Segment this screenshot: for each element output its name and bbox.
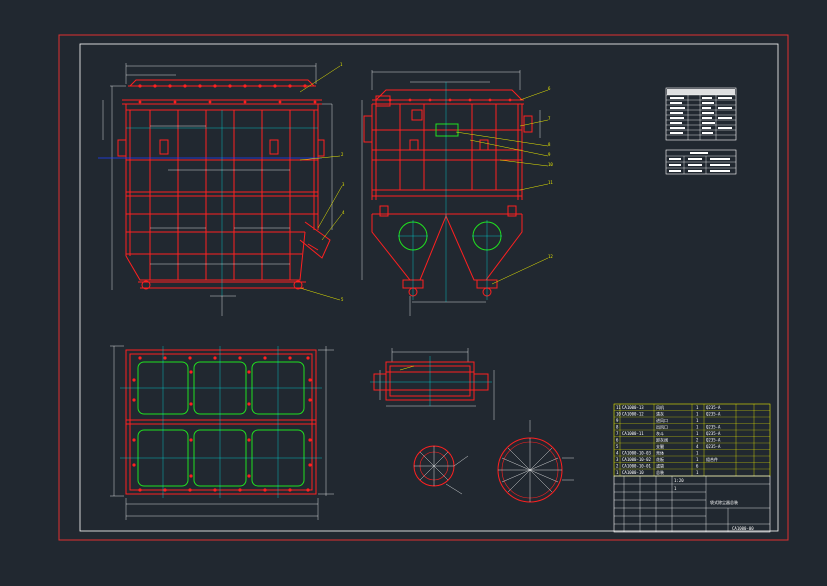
bom-cell-name: 总装 <box>656 469 664 475</box>
section-detail <box>370 348 495 420</box>
bom-cell-code: CA1000-11 <box>622 431 644 436</box>
bom-cell-material: Q235-A <box>706 431 721 436</box>
front-balloon-4: 4 <box>342 210 345 215</box>
inner-frame <box>79 43 779 532</box>
flange-detail-small <box>413 445 469 495</box>
flange-detail-large <box>497 420 574 503</box>
side-balloon-11: 11 <box>548 180 553 185</box>
side-balloon-6: 6 <box>548 86 551 91</box>
bom-cell-no: 5 <box>616 444 619 449</box>
bom-cell-no: 10 <box>616 412 621 417</box>
outer-frame <box>58 34 789 541</box>
bom-cell-no: 2 <box>616 464 619 469</box>
bom-cell-qty: 4 <box>696 444 699 449</box>
bom-cell-name: 壳体 <box>656 450 664 456</box>
bom-cell-qty: 1 <box>696 451 699 456</box>
bom-cell-name: 出风口 <box>656 424 668 430</box>
bom-cell-name: 进风口 <box>656 417 668 423</box>
drawing-name: 袋式除尘器总装 <box>710 499 738 505</box>
plan-view <box>110 345 334 520</box>
bom-cell-name: 风机 <box>656 404 664 410</box>
bom-cell-no: 6 <box>616 438 619 443</box>
bom-cell-qty: 6 <box>696 464 699 469</box>
bom-cell-no: 3 <box>616 457 619 462</box>
bom-cell-no: 4 <box>616 451 619 456</box>
bom-cell-no: 8 <box>616 425 619 430</box>
bom-cell-material: 组合件 <box>706 456 718 462</box>
bom-cell-no: 1 <box>616 470 619 475</box>
side-balloon-7: 7 <box>548 116 551 121</box>
bom-cell-qty: 1 <box>696 425 699 430</box>
front-balloon-5: 5 <box>341 297 344 302</box>
bom-cell-material: Q235-A <box>706 438 721 443</box>
bom-cell-code: CA1000-10-02 <box>622 457 651 462</box>
front-view: 1 2 3 4 5 <box>98 62 345 316</box>
bom-cell-no: 7 <box>616 431 619 436</box>
front-balloon-1: 1 <box>340 62 343 67</box>
bom-cell-qty: 1 <box>696 457 699 462</box>
bom-cell-name: 卸灰阀 <box>656 437 668 443</box>
drawing-sheet: 1 <box>674 486 677 491</box>
bom-cell-material: Q235-A <box>706 425 721 430</box>
bom-cell-name: 支腿 <box>656 443 664 449</box>
bom-cell-no: 9 <box>616 418 619 423</box>
bom-cell-qty: 1 <box>696 418 699 423</box>
bom-cell-material: Q235-A <box>706 412 721 417</box>
front-balloon-3: 3 <box>342 182 345 187</box>
bom-cell-code: CA1000-10 <box>622 470 644 475</box>
spec-table <box>665 87 737 175</box>
bom-cell-code: CA1000-12 <box>622 412 644 417</box>
title-block: 袋式除尘器总装 CA1000-00 1:20 1 <box>613 475 771 533</box>
bom-cell-qty: 1 <box>696 405 699 410</box>
bom-cell-code: CA1000-10-03 <box>622 451 651 456</box>
side-balloon-12: 12 <box>548 254 553 259</box>
bom-cell-code: CA1000-13 <box>622 405 644 410</box>
side-balloon-8: 8 <box>548 142 551 147</box>
bom-cell-name: 花板 <box>656 456 664 462</box>
side-balloon-9: 9 <box>548 152 551 157</box>
drawing-scale: 1:20 <box>674 478 684 483</box>
side-view: 6 7 8 9 10 11 12 <box>361 70 553 316</box>
bom-cell-qty: 1 <box>696 431 699 436</box>
bom-cell-material: Q235-A <box>706 405 721 410</box>
bom-cell-no: 11 <box>616 405 621 410</box>
bom-cell-qty: 1 <box>696 412 699 417</box>
bom-cell-name: 清灰 <box>656 411 664 417</box>
side-balloon-10: 10 <box>548 162 553 167</box>
bom-cell-qty: 2 <box>696 438 699 443</box>
bom-cell-name: 滤袋 <box>656 463 664 469</box>
front-balloon-2: 2 <box>341 152 344 157</box>
bom-cell-code: CA1000-10-01 <box>622 464 651 469</box>
drawing-number: CA1000-00 <box>732 526 754 531</box>
bom-cell-material: Q235-A <box>706 444 721 449</box>
bom-cell-qty: 1 <box>696 470 699 475</box>
bom-cell-name: 灰斗 <box>656 430 664 436</box>
